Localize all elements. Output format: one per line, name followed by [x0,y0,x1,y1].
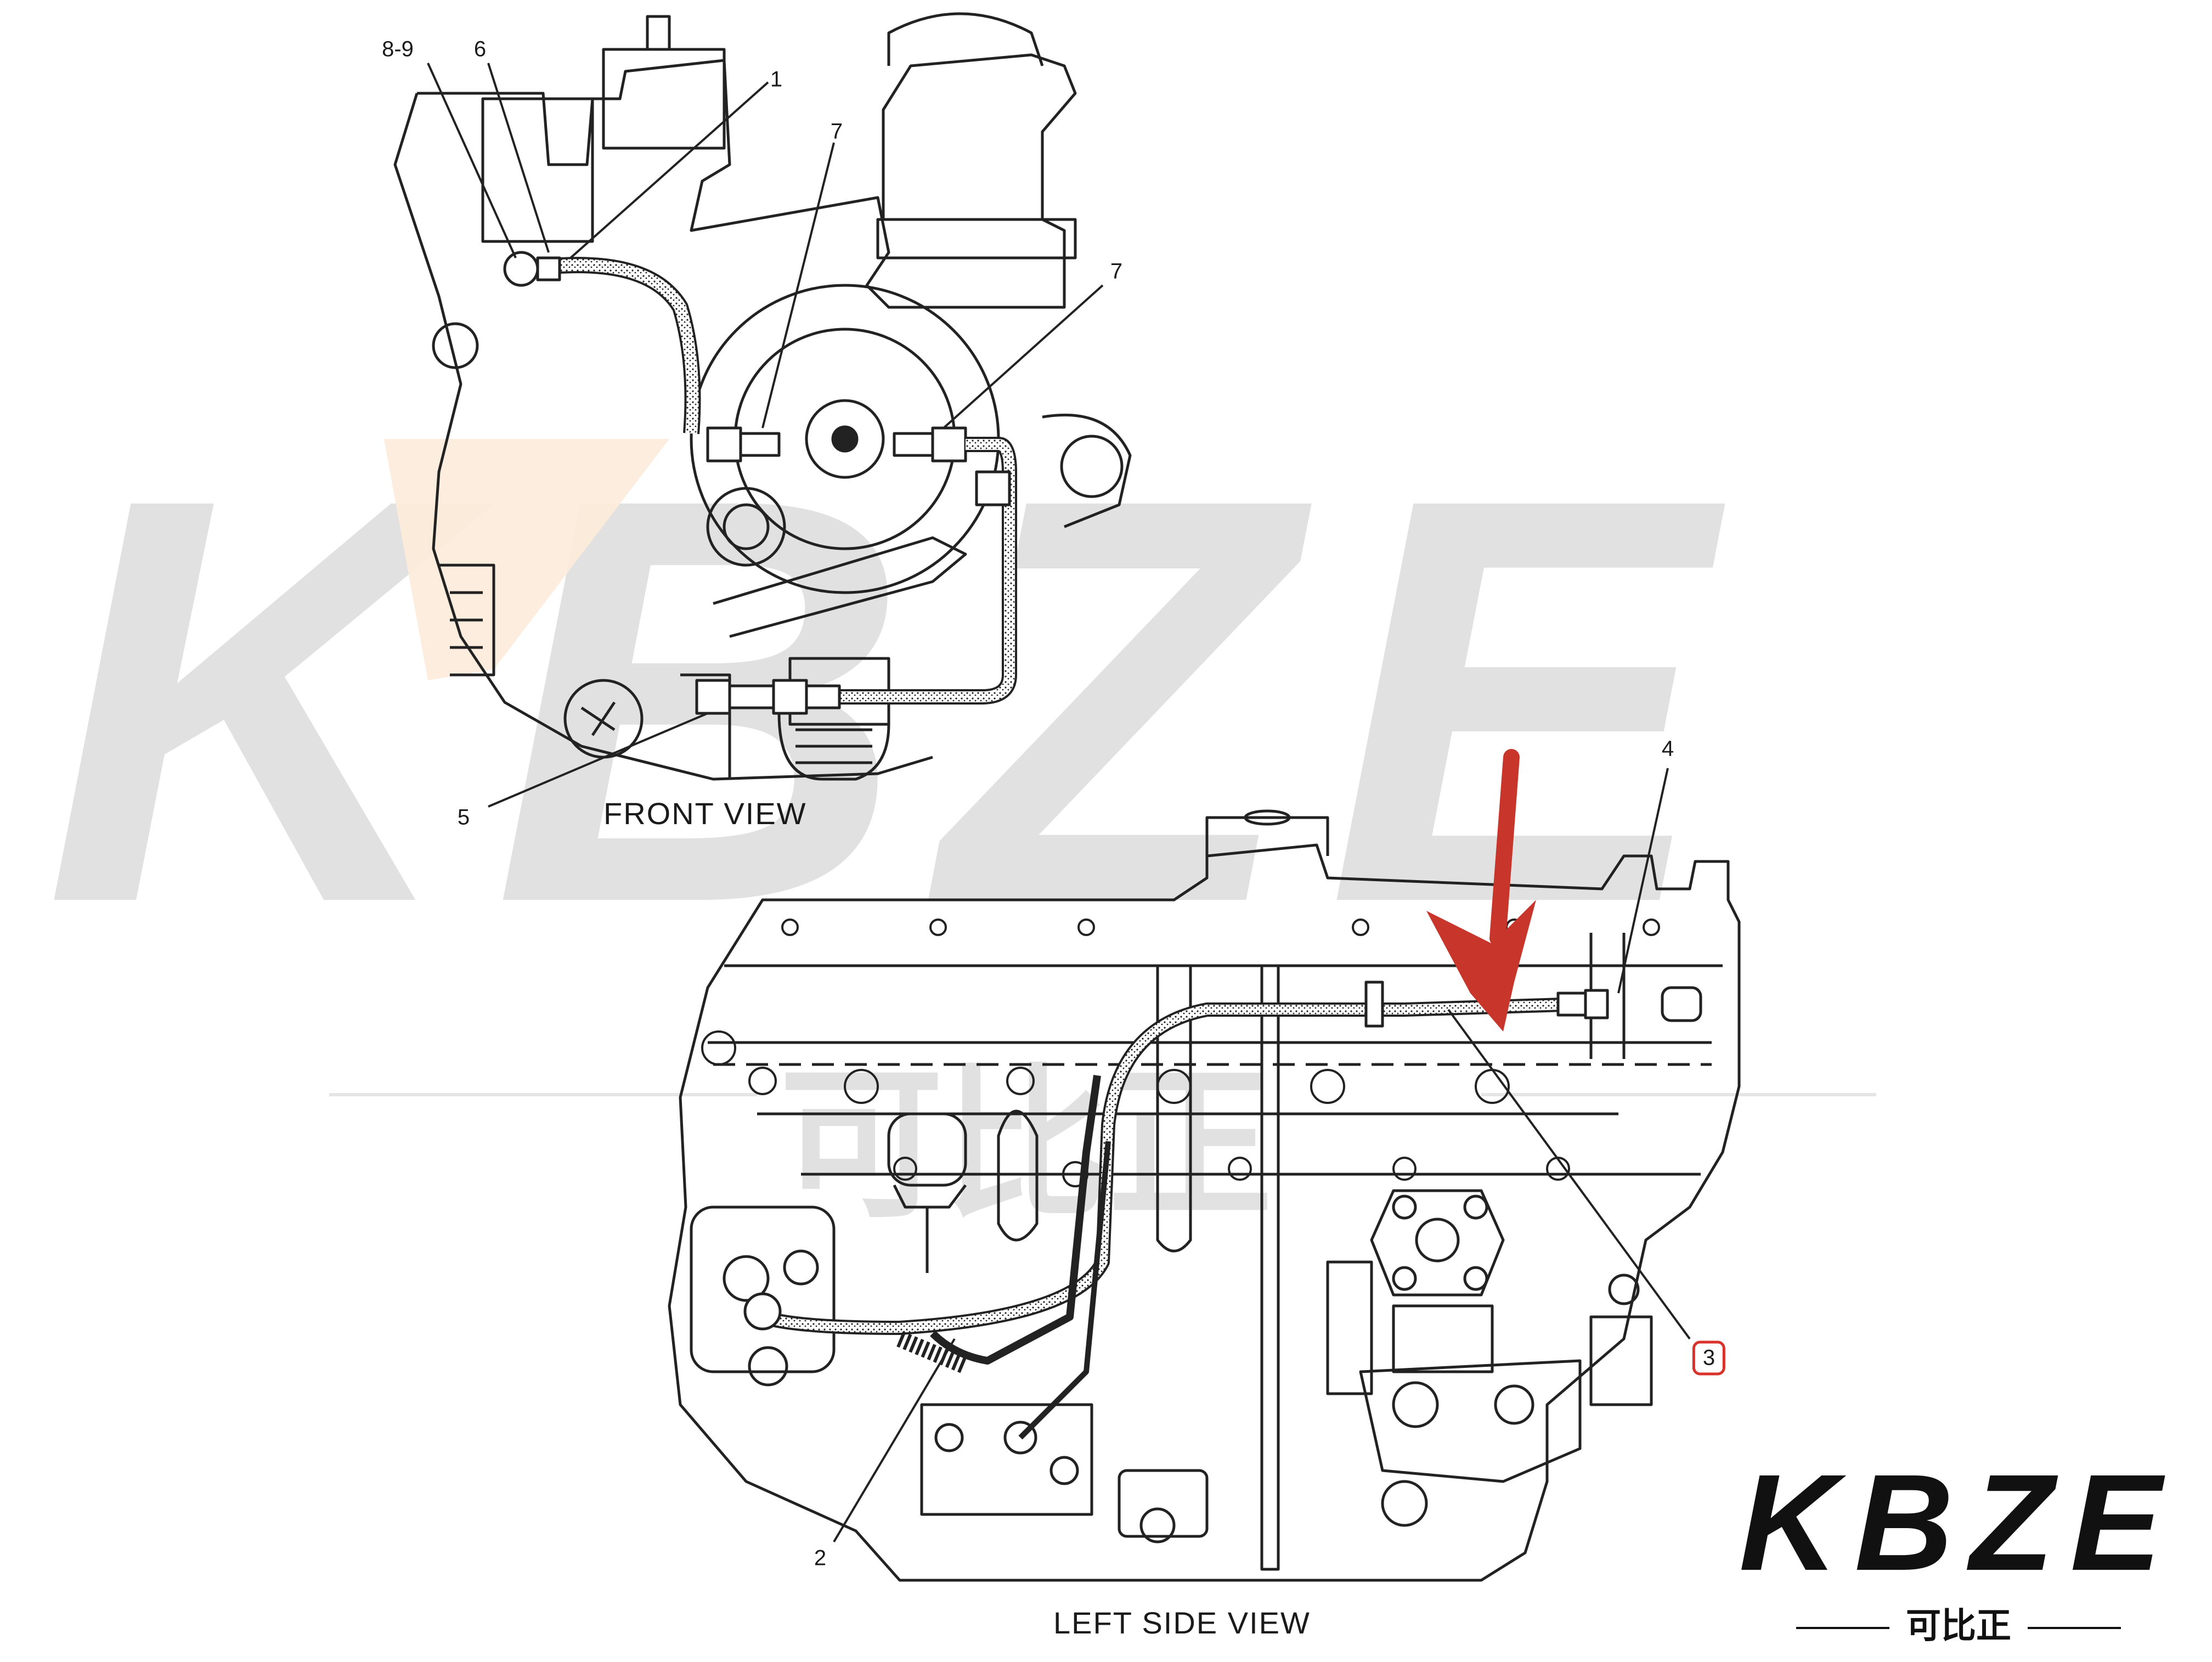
callout-8-9: 8-9 [382,37,414,61]
highlight-arrow [1426,749,1536,1032]
callout-3-highlighted: 3 [1692,1340,1726,1376]
front-view-drawing [393,12,1132,808]
side-view-title: LEFT SIDE VIEW [1053,1605,1311,1640]
callout-5: 5 [457,805,470,830]
callout-7-left: 7 [830,119,843,144]
callout-1: 1 [770,67,783,92]
brand-logo-sub: 可比正 [1712,1598,2205,1648]
callout-7-right: 7 [1110,259,1123,284]
watermark: KBZE 可比正 [44,378,1876,1241]
watermark-sub: 可比正 [779,1049,1273,1241]
side-view-drawing [668,768,1741,1582]
front-view-title: FRONT VIEW [603,796,807,831]
brand-logo-text: KBZE [1739,1446,2179,1599]
callout-2: 2 [814,1546,827,1570]
callout-4: 4 [1661,736,1674,761]
callout-6: 6 [473,37,487,61]
brand-logo: KBZE 可比正 [1712,1446,2205,1647]
